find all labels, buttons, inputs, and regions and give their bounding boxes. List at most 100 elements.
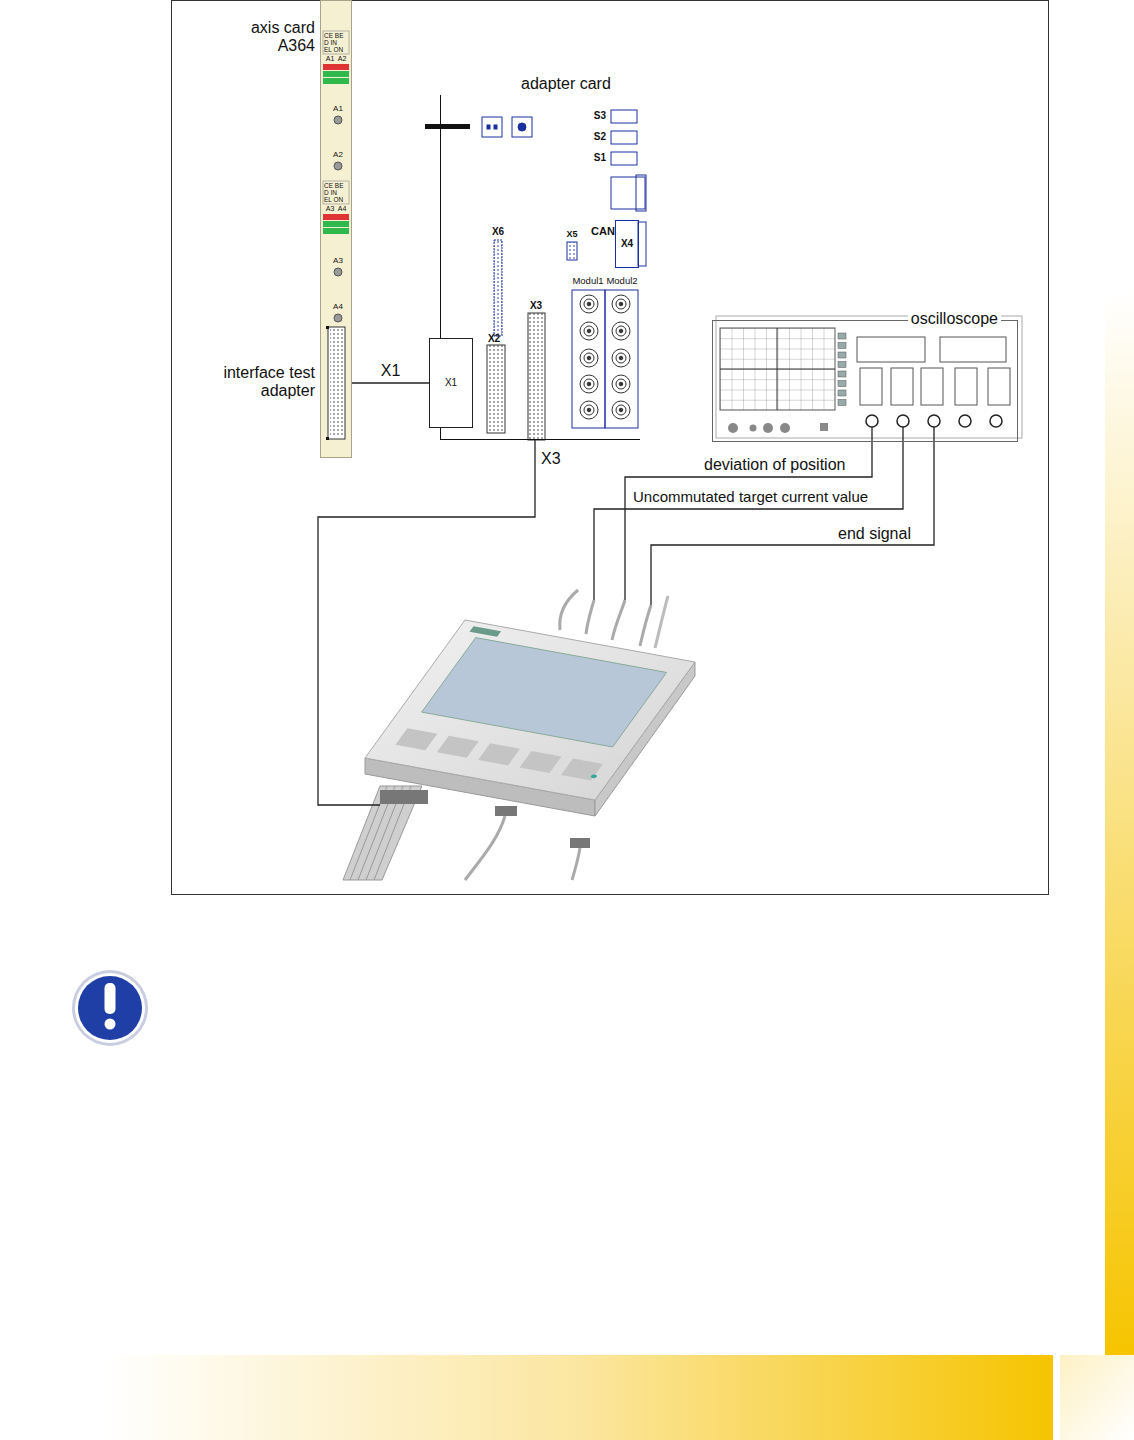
signal-name: deviation of position xyxy=(704,456,845,474)
bnc-sockets-part xyxy=(619,329,623,333)
oscilloscope-front-part xyxy=(860,368,882,405)
adapter-card-parts-part xyxy=(512,117,532,137)
connector-name: S1 xyxy=(594,152,606,164)
axis-card-board-part xyxy=(330,329,343,437)
handheld-device-part xyxy=(380,790,428,804)
handheld-device-part xyxy=(560,590,578,630)
oscilloscope-front-part xyxy=(928,415,940,427)
oscilloscope-front-part-part xyxy=(838,362,846,368)
oscilloscope-front-part xyxy=(716,316,1022,438)
signal-name: Uncommutated target current value xyxy=(633,488,868,505)
bnc-sockets-part xyxy=(612,322,630,340)
bnc-sockets-part xyxy=(612,401,630,419)
handheld-device-part xyxy=(389,626,679,781)
adapter-card-parts-part xyxy=(611,152,637,165)
node-label: oscilloscope xyxy=(908,310,1001,328)
oscilloscope-front-part xyxy=(891,368,913,405)
warning-icon-part xyxy=(105,1019,116,1030)
connector-name: Modul2 xyxy=(606,276,637,287)
bnc-sockets-part xyxy=(612,349,630,367)
page-decoration-part xyxy=(1105,290,1134,1355)
handheld-device-part xyxy=(570,838,590,848)
bnc-sockets xyxy=(580,295,630,419)
axis-card-board-part xyxy=(334,116,342,124)
handheld-device-part-part xyxy=(395,728,437,750)
axis-card-board-part xyxy=(334,268,342,276)
handheld-device-part xyxy=(495,806,517,816)
bnc-sockets-part xyxy=(580,295,598,313)
oscilloscope-front-part xyxy=(780,423,790,433)
bnc-sockets-part xyxy=(612,295,630,313)
axis-card-board-part xyxy=(334,162,342,170)
handheld-device-part-part xyxy=(437,736,479,758)
handheld-device-part-part xyxy=(470,626,502,637)
page-decoration-part xyxy=(105,1355,1053,1440)
bnc-sockets-part xyxy=(616,299,626,309)
oscilloscope-front-part xyxy=(720,328,835,410)
axis-card-board-part xyxy=(334,314,342,322)
node-label: adapter card xyxy=(519,75,613,93)
node-label: axis card A364 xyxy=(235,19,315,56)
axis-card: axis card A364 xyxy=(320,0,352,458)
adapter-card-parts-part xyxy=(611,110,637,123)
bnc-sockets-part xyxy=(580,401,598,419)
oscilloscope-front-part xyxy=(866,415,878,427)
connector-name: D IN xyxy=(324,39,337,46)
oscilloscope-front-part xyxy=(959,415,971,427)
connector-name: A1 xyxy=(333,104,343,113)
handheld-device-part xyxy=(465,816,505,880)
oscilloscope-front-part-part xyxy=(838,371,846,377)
wires xyxy=(318,427,934,805)
adapter-card-parts-part xyxy=(572,290,605,428)
connector-name: S3 xyxy=(594,110,606,122)
warning-icon xyxy=(72,970,148,1046)
node-label: X4 xyxy=(621,238,633,250)
wires-part xyxy=(651,427,934,605)
handheld-device-part xyxy=(572,848,580,880)
bnc-sockets-part xyxy=(584,326,594,336)
bnc-sockets-part xyxy=(580,322,598,340)
part-label: interface test adapter xyxy=(215,364,315,401)
oscilloscope-front-part-part xyxy=(838,381,846,387)
connector-box: X4 xyxy=(615,220,639,268)
node-label: X1 xyxy=(445,377,457,389)
handheld-device-part-part xyxy=(422,638,667,747)
cable-line xyxy=(352,382,429,383)
connector-name: A3 xyxy=(333,256,343,265)
axis-card-board-part xyxy=(323,71,349,77)
adapter-card-parts-part xyxy=(636,175,646,211)
bnc-sockets-part xyxy=(587,356,591,360)
handheld-device-part-part xyxy=(478,743,520,765)
bnc-sockets-part xyxy=(616,405,626,415)
adapter-card-parts-part xyxy=(518,123,526,131)
oscilloscope-front-part xyxy=(988,368,1010,405)
connector-name: CE BE xyxy=(324,182,344,189)
bnc-sockets-part xyxy=(619,302,623,306)
bnc-sockets-part xyxy=(587,329,591,333)
oscilloscope-front-part-part xyxy=(838,400,846,406)
axis-card-board xyxy=(320,0,352,458)
bnc-sockets-part xyxy=(619,382,623,386)
oscilloscope-front-part xyxy=(838,333,846,406)
handheld-device-part-part xyxy=(590,774,598,778)
adapter-card-parts-part xyxy=(482,117,502,137)
oscilloscope-front-part xyxy=(750,425,757,432)
axis-card-board-part xyxy=(323,214,349,220)
adapter-card-parts-part xyxy=(528,313,545,440)
connector-name: A4 xyxy=(338,205,347,213)
adapter-card-parts-part xyxy=(487,345,505,433)
handheld-device-part-part xyxy=(520,751,562,773)
wires-part xyxy=(594,427,903,600)
bnc-sockets-part xyxy=(587,302,591,306)
warning-icon-part xyxy=(78,976,142,1040)
adapter-card-parts-part xyxy=(638,222,646,266)
handheld-device-part xyxy=(655,596,668,648)
wires-part xyxy=(318,440,535,805)
axis-card-board-part xyxy=(328,327,345,439)
connector-name: A1 xyxy=(326,55,335,63)
connector-name: X2 xyxy=(488,333,500,345)
bnc-sockets-part xyxy=(587,408,591,412)
warning-icon-part xyxy=(72,970,148,1046)
